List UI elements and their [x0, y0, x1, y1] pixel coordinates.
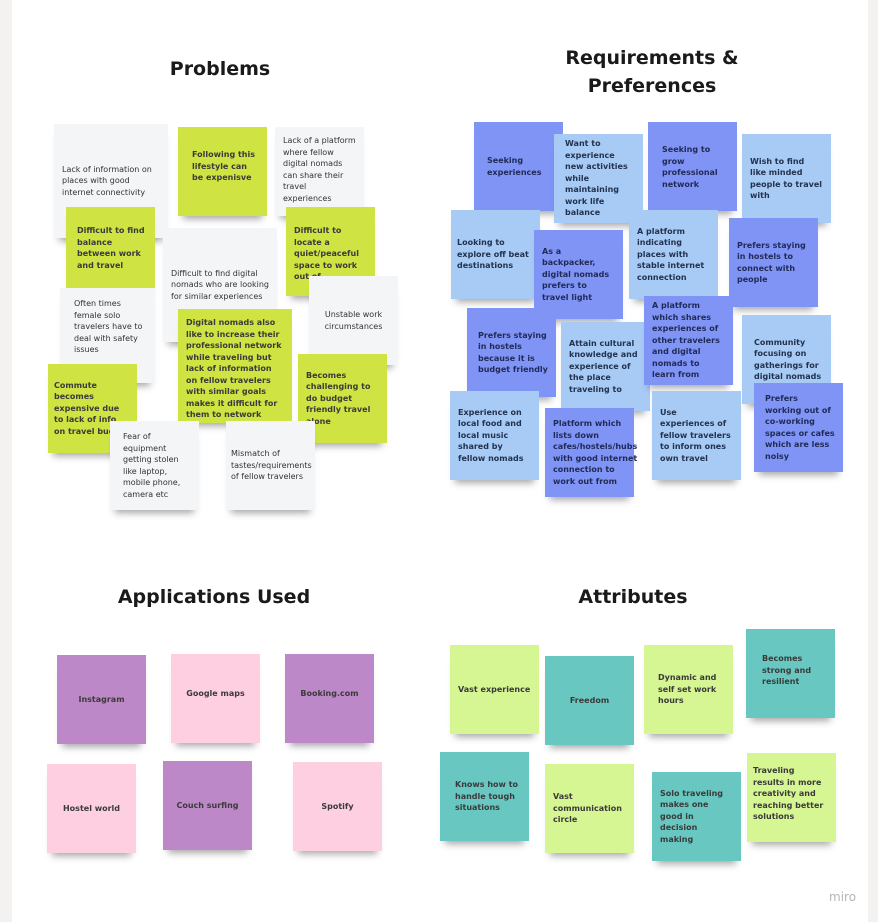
note-text: Unstable work circumstances: [324, 310, 383, 331]
note-text: Want to experience new activities while …: [565, 139, 628, 218]
sticky-note[interactable]: Digital nomads also like to increase the…: [178, 309, 292, 423]
note-text: Digital nomads also like to increase the…: [186, 318, 282, 419]
note-text: Dynamic and self set work hours: [658, 673, 717, 706]
sticky-note[interactable]: Attain cultural knowledge and experience…: [561, 322, 650, 411]
sticky-note[interactable]: Use experiences of fellow travelers to i…: [652, 391, 741, 480]
section-title-problems: Problems: [169, 58, 271, 80]
sticky-note[interactable]: Becomes strong and resilient: [746, 629, 835, 718]
note-text: Solo traveling makes one good in decisio…: [660, 788, 723, 844]
note-text: Vast communication circle: [553, 792, 622, 825]
sticky-note[interactable]: Becomes challenging to do budget friendl…: [298, 354, 387, 443]
note-text: Mismatch of tastes/requirements of fello…: [231, 449, 312, 482]
sticky-note[interactable]: Experience on local food and local music…: [450, 391, 539, 480]
sticky-note[interactable]: As a backpacker, digital nomads prefers …: [534, 230, 623, 319]
sticky-note[interactable]: Mismatch of tastes/requirements of fello…: [226, 421, 315, 510]
sticky-note[interactable]: Dynamic and self set work hours: [644, 645, 733, 734]
sticky-note[interactable]: Traveling results in more creativity and…: [747, 753, 836, 842]
section-title-applications: Applications Used: [117, 586, 311, 608]
sticky-note[interactable]: Wish to find like minded people to trave…: [742, 134, 831, 223]
note-text: Fear of equipment getting stolen like la…: [123, 432, 181, 499]
sticky-note[interactable]: Want to experience new activities while …: [554, 134, 643, 223]
note-text: Difficult to find balance between work a…: [77, 226, 145, 270]
sticky-note[interactable]: Looking to explore off beat destinations: [451, 210, 540, 299]
section-title-attributes: Attributes: [578, 586, 688, 608]
note-text: Couch surfing: [176, 800, 239, 810]
note-text: Google maps: [186, 689, 245, 698]
note-text: Traveling results in more creativity and…: [753, 766, 824, 821]
sticky-note[interactable]: Booking.com: [285, 654, 374, 743]
note-text: Commute becomes expensive due to lack of…: [54, 380, 126, 436]
note-text: Experience on local food and local music…: [458, 407, 524, 463]
sticky-note[interactable]: Spotify: [293, 762, 382, 851]
note-text: Wish to find like minded people to trave…: [750, 156, 822, 201]
note-text: Difficult to find digital nomads who are…: [171, 268, 269, 301]
sticky-note[interactable]: Freedom: [545, 656, 634, 745]
note-text: A platform which shares experiences of o…: [652, 301, 720, 380]
sticky-note[interactable]: Hostel world: [47, 764, 136, 853]
note-text: Instagram: [78, 694, 125, 704]
note-text: Spotify: [321, 801, 354, 811]
note-text: Vast experience: [458, 684, 531, 694]
note-text: Prefers working out of co-working spaces…: [765, 394, 835, 461]
sticky-note[interactable]: Prefers staying in hostels because it is…: [467, 308, 556, 397]
sticky-note[interactable]: Knows how to handle tough situations: [440, 752, 529, 841]
sticky-note[interactable]: Seeking to grow professional network: [648, 122, 737, 211]
note-text: Becomes challenging to do budget friendl…: [306, 370, 371, 426]
note-text: Seeking to grow professional network: [662, 145, 718, 189]
sticky-note[interactable]: Google maps: [171, 654, 260, 743]
note-text: Seeking experiences: [487, 156, 542, 177]
sticky-note[interactable]: Solo traveling makes one good in decisio…: [652, 772, 741, 861]
section-title-requirements: Requirements & Preferences: [565, 47, 739, 97]
note-text: Looking to explore off beat destinations: [457, 238, 529, 271]
sticky-note[interactable]: Seeking experiences: [474, 122, 563, 211]
sticky-note[interactable]: Lack of a platform where fellow digital …: [275, 127, 364, 216]
sticky-note[interactable]: Couch surfing: [163, 761, 252, 850]
miro-logo: miro: [829, 890, 857, 904]
sticky-note[interactable]: Unstable work circumstances: [309, 276, 398, 365]
note-text: Becomes strong and resilient: [762, 654, 812, 686]
note-text: Lack of a platform where fellow digital …: [283, 136, 356, 203]
note-text: Community focusing on gatherings for dig…: [754, 337, 822, 382]
note-text: Use experiences of fellow travelers to i…: [660, 407, 731, 463]
note-text: Lack of information on places with good …: [62, 164, 152, 197]
sticky-note[interactable]: Difficult to find balance between work a…: [66, 207, 155, 296]
sticky-note[interactable]: A platform which shares experiences of o…: [644, 296, 733, 385]
note-text: Hostel world: [62, 803, 121, 813]
note-text: Difficult to locate a quiet/peaceful spa…: [294, 226, 359, 281]
note-text: Attain cultural knowledge and experience…: [569, 338, 638, 394]
note-text: As a backpacker, digital nomads prefers …: [542, 246, 610, 302]
sticky-note[interactable]: Vast communication circle: [545, 764, 634, 853]
note-text: Freedom: [569, 695, 610, 705]
sticky-note[interactable]: Vast experience: [450, 645, 539, 734]
sticky-note[interactable]: Following this lifestyle can be expenisv…: [178, 127, 267, 216]
note-text: Prefers staying in hostels because it is…: [478, 330, 548, 375]
note-text: Knows how to handle tough situations: [455, 780, 519, 813]
sticky-note[interactable]: A platform indicating places with stable…: [629, 210, 718, 299]
note-text: Often times female solo travelers have t…: [74, 299, 143, 354]
sticky-note[interactable]: Prefers staying in hostels to connect wi…: [729, 218, 818, 307]
note-text: Booking.com: [300, 689, 359, 698]
note-text: Prefers staying in hostels to connect wi…: [737, 240, 806, 285]
sticky-note[interactable]: Platform which lists down cafes/hostels/…: [545, 408, 638, 497]
note-text: Following this lifestyle can be expenisv…: [192, 150, 255, 182]
note-text: Platform which lists down cafes/hostels/…: [553, 419, 638, 486]
sticky-note[interactable]: Fear of equipment getting stolen like la…: [110, 421, 199, 510]
sticky-note[interactable]: Prefers working out of co-working spaces…: [754, 383, 843, 472]
note-text: A platform indicating places with stable…: [637, 226, 705, 282]
sticky-note[interactable]: Instagram: [57, 655, 146, 744]
